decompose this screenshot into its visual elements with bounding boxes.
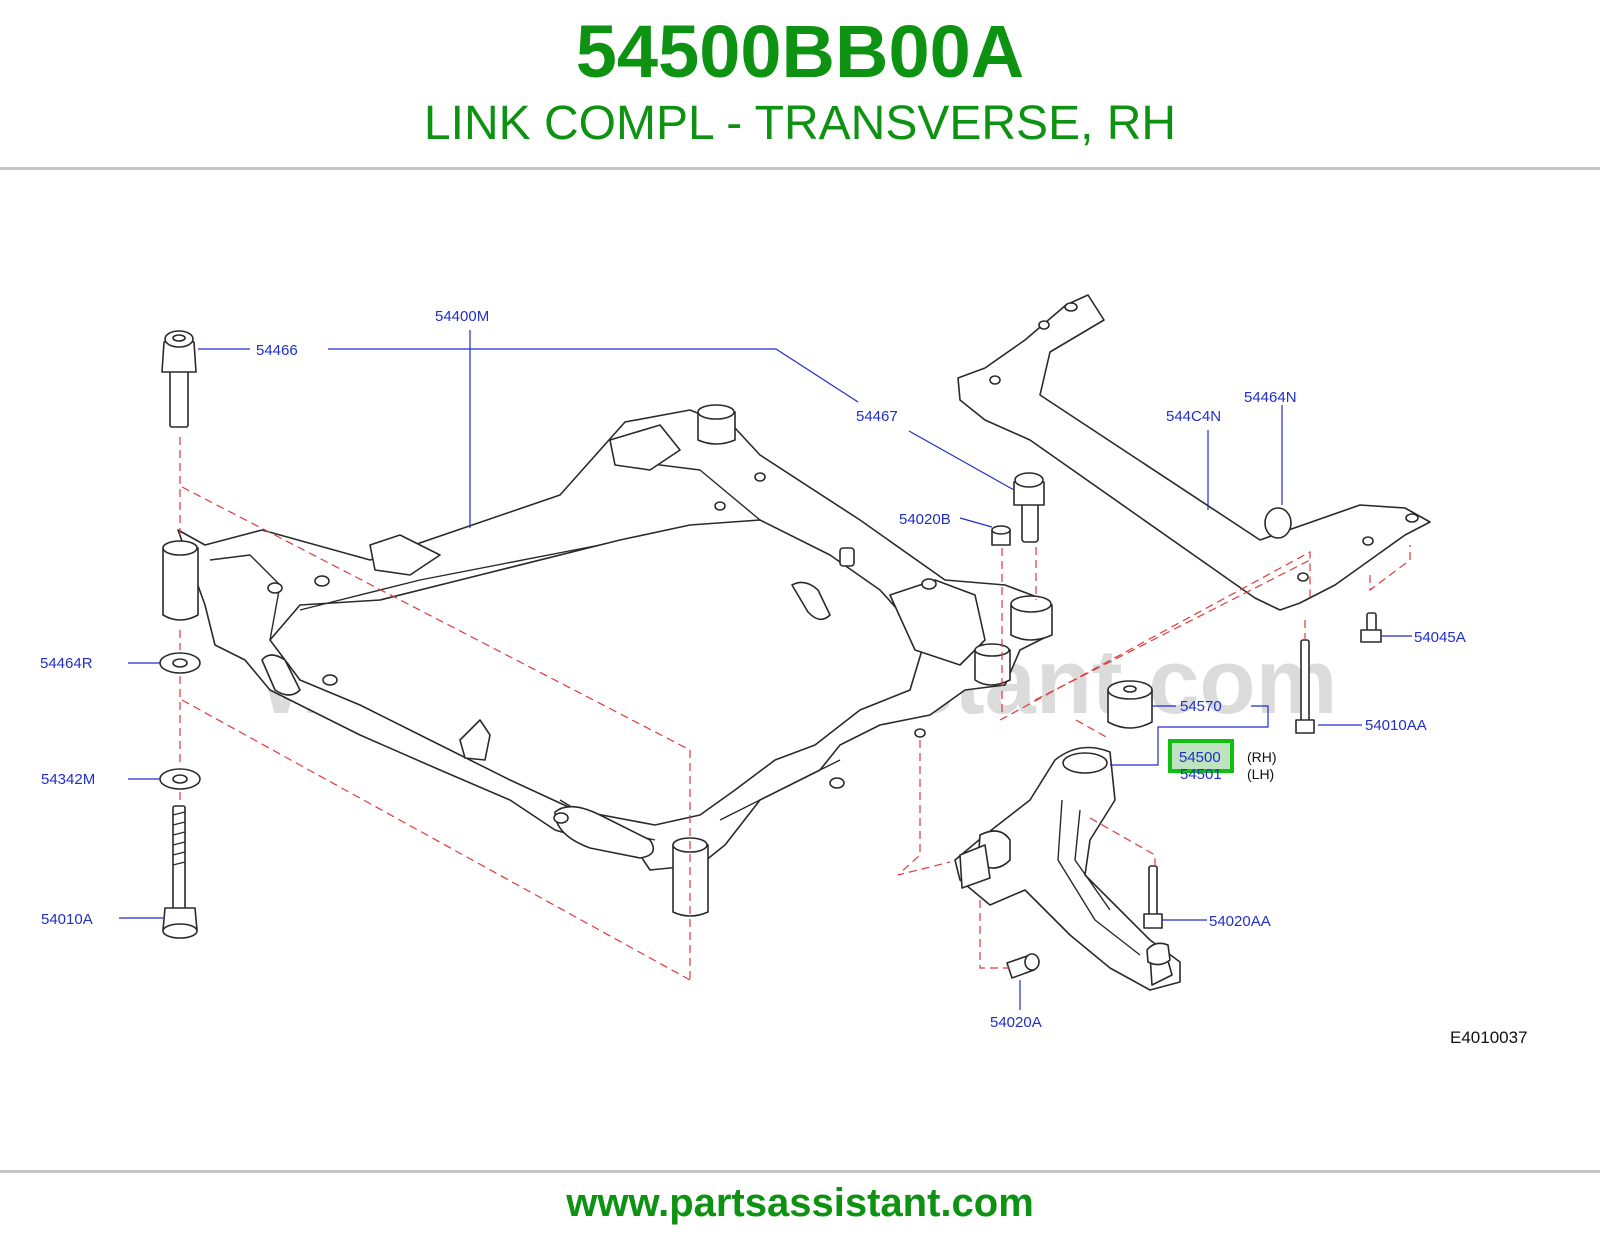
front-subframe [162, 404, 1053, 917]
part-54020A [1006, 953, 1040, 979]
callout-54570[interactable]: 54570 [1180, 698, 1222, 715]
callout-54501[interactable]: 54501 [1180, 766, 1222, 783]
part-54342M [159, 768, 201, 790]
part-54466 [161, 330, 197, 428]
callout-54400M[interactable]: 54400M [435, 308, 489, 325]
callout-54020AA[interactable]: 54020AA [1209, 913, 1271, 930]
callout-54010A[interactable]: 54010A [41, 911, 93, 928]
stabilizer-bar [957, 294, 1431, 611]
part-54020B [991, 525, 1011, 546]
page-header: 54500BB00A LINK COMPL - TRANSVERSE, RH [0, 0, 1600, 168]
callout-54342M[interactable]: 54342M [41, 771, 95, 788]
callout-54467[interactable]: 54467 [856, 408, 898, 425]
part-54045A [1360, 612, 1382, 643]
callout-54466[interactable]: 54466 [256, 342, 298, 359]
part-54010A [162, 805, 198, 939]
bushing-54570 [1107, 680, 1153, 729]
side-label-rh: (RH) [1247, 749, 1277, 765]
highlight-box [1168, 739, 1234, 773]
footer-website-link[interactable]: www.partsassistant.com [566, 1181, 1034, 1225]
header-divider [0, 167, 1600, 170]
callout-54020A[interactable]: 54020A [990, 1014, 1042, 1031]
part-description: LINK COMPL - TRANSVERSE, RH [423, 97, 1177, 150]
part-54467 [1013, 472, 1045, 543]
callout-54500[interactable]: 54500 [1179, 749, 1221, 766]
assembly-guide-lines [179, 437, 1411, 981]
callout-544C4N[interactable]: 544C4N [1166, 408, 1221, 425]
callout-54464N[interactable]: 54464N [1244, 389, 1297, 406]
part-number-title: 54500BB00A [575, 10, 1025, 93]
callout-54045A[interactable]: 54045A [1414, 629, 1466, 646]
callout-leader-lines [119, 330, 1412, 1010]
footer-divider [0, 1170, 1600, 1173]
transverse-link [954, 746, 1181, 991]
callout-54020B[interactable]: 54020B [899, 511, 951, 528]
side-label-lh: (LH) [1247, 766, 1274, 782]
part-54020AA [1143, 865, 1163, 929]
callout-54464R[interactable]: 54464R [40, 655, 93, 672]
callout-54010AA[interactable]: 54010AA [1365, 717, 1427, 734]
part-54464R [159, 652, 201, 674]
parts-diagram: www.partsassistant.com [0, 170, 1600, 1170]
diagram-code: E4010037 [1450, 1028, 1528, 1047]
